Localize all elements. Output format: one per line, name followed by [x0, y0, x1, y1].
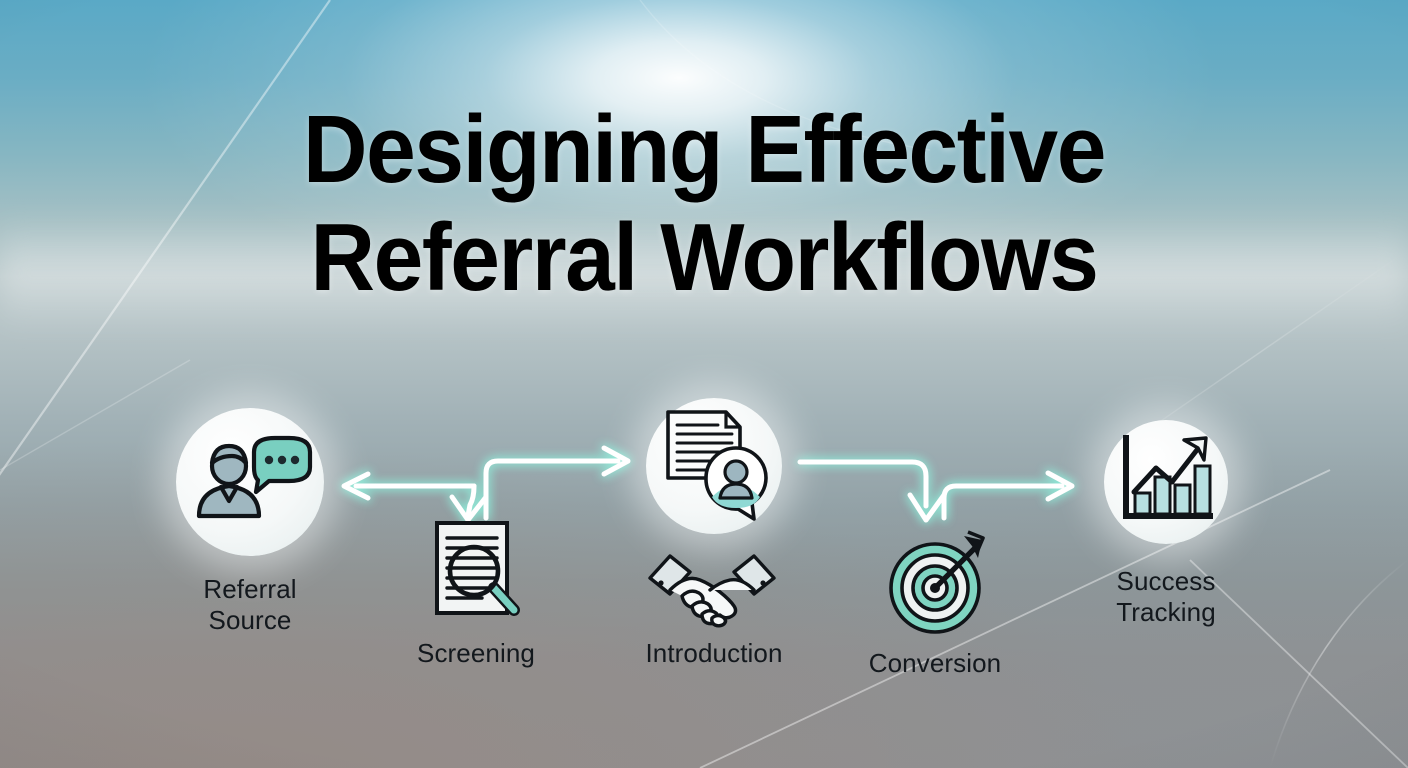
flow-step-conversion[interactable]: Conversion — [869, 530, 1001, 690]
connector-to-referral-source — [341, 471, 477, 501]
flow-step-referral-source[interactable]: Referral Source — [176, 408, 324, 638]
flow-step-success-tracking-label: Success Tracking — [1116, 566, 1216, 627]
flow-step-conversion-label: Conversion — [868, 648, 1002, 678]
connector-to-success-tracking — [941, 470, 1075, 521]
flow-step-introduction-label: Introduction — [645, 638, 783, 668]
document-person-speech-bubble-icon — [666, 410, 768, 521]
target-arrow-icon — [889, 530, 985, 634]
connector-to-introduction — [483, 445, 631, 521]
flow-step-screening-label: Screening — [417, 638, 535, 668]
flow-step-referral-source-label: Referral Source — [203, 574, 297, 635]
connector-to-conversion — [797, 459, 947, 523]
flow-step-introduction[interactable]: Introduction — [645, 398, 782, 678]
growth-bar-chart-icon — [1123, 435, 1213, 519]
page-title: Designing Effective Referral Workflows — [302, 96, 1106, 311]
handshake-icon — [648, 554, 776, 628]
connector-to-screening — [449, 483, 489, 523]
flow-step-screening[interactable]: Screening — [417, 518, 535, 688]
flow-step-success-tracking[interactable]: Success Tracking — [1104, 420, 1228, 650]
person-speech-bubble-icon — [196, 435, 313, 519]
document-magnifier-icon — [435, 521, 520, 616]
